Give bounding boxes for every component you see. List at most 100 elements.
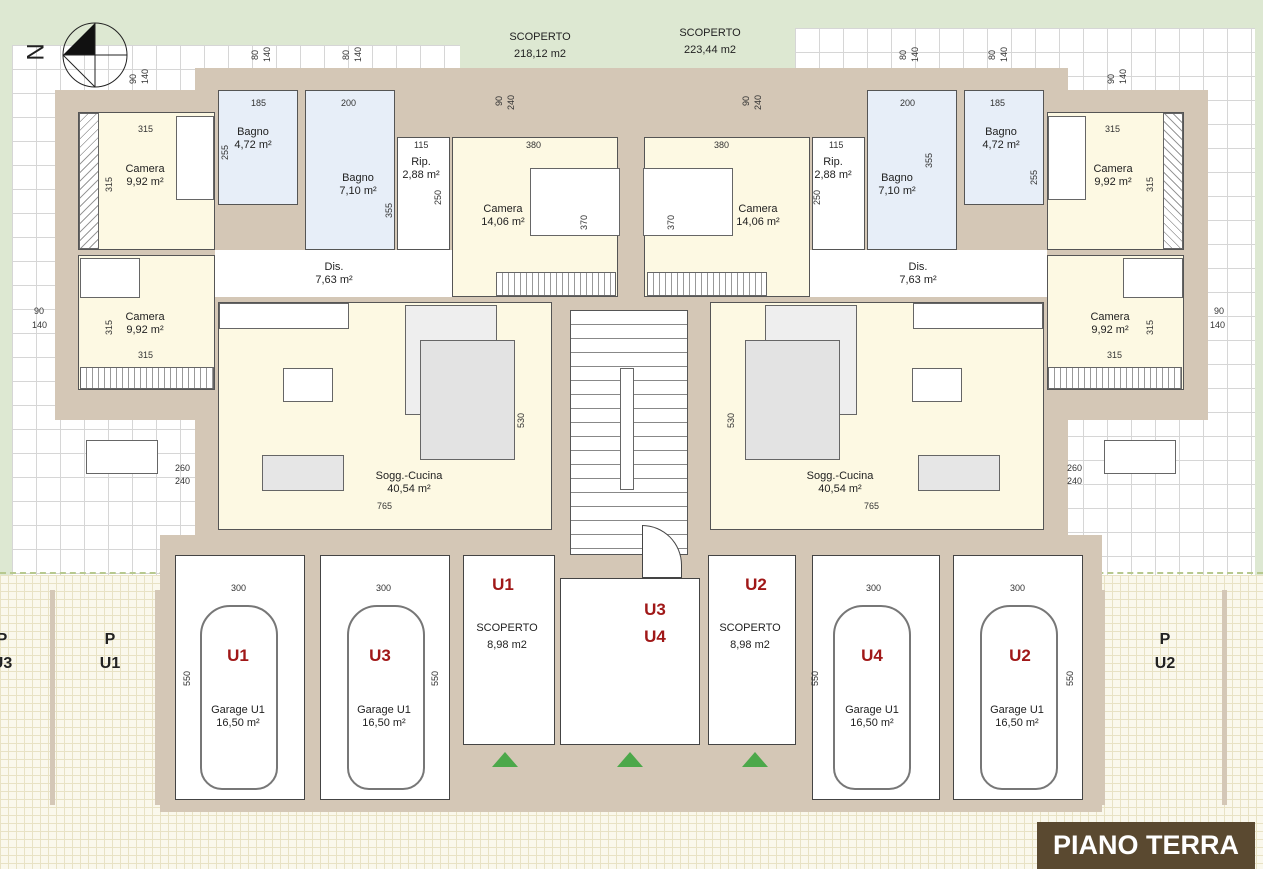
dimension-label: 115 (829, 140, 844, 150)
car-icon (980, 605, 1058, 790)
dimension-label: 140 (262, 46, 272, 62)
garage-unit-label: U4 (861, 646, 883, 665)
garage-unit-label: U2 (1009, 646, 1031, 665)
dimension-label: 550 (810, 670, 820, 686)
wardrobe-right-master (647, 272, 767, 296)
dimension-label: 550 (182, 670, 192, 686)
room-label: Rip.2,88 m² (814, 156, 852, 181)
room-label: Rip.2,88 m² (402, 156, 440, 181)
bed-right-bottom (1123, 258, 1183, 298)
dimension-label: 300 (866, 583, 882, 593)
entrance-arrow-icon (492, 752, 518, 767)
room-bagno-right-small (964, 90, 1044, 205)
dimension-label: 355 (924, 152, 934, 168)
room-bagno-left-large (305, 90, 395, 250)
room-label: Dis.7,63 m² (315, 261, 353, 286)
floor-title: PIANO TERRA (1037, 822, 1255, 869)
wardrobe-right (1163, 113, 1183, 249)
dimension-label: 550 (430, 670, 440, 686)
dining-table-right (918, 455, 1000, 491)
dimension-label: 80 (898, 49, 908, 60)
dimension-label: 315 (138, 124, 154, 134)
dimension-label: 115 (414, 140, 429, 150)
dimension-label: 90 (494, 95, 504, 106)
court-unit-label: U4 (644, 627, 666, 646)
scoperto-top-left-area: 218,12 m2 (514, 48, 566, 60)
stair-landing (620, 368, 634, 490)
court-u2 (708, 555, 796, 745)
kitchen-counter-left (219, 303, 349, 329)
floor-title-text: PIANO TERRA (1052, 830, 1239, 860)
dimension-label: 260 (175, 463, 191, 473)
dimension-label: 380 (526, 140, 542, 150)
court-unit-label: U1 (492, 575, 514, 594)
dimension-label: 200 (900, 98, 916, 108)
garage-u2 (953, 555, 1083, 800)
dimension-label: 185 (990, 98, 1006, 108)
stairwell (570, 310, 688, 555)
dimension-label: 240 (1067, 476, 1083, 486)
room-bagno-right-large (867, 90, 957, 250)
dimension-label: 185 (251, 98, 267, 108)
dimension-label: 80 (987, 49, 997, 60)
wardrobe-left (79, 113, 99, 249)
dimension-label: 550 (1065, 670, 1075, 686)
garage-u3 (320, 555, 450, 800)
dimension-label: 255 (220, 144, 230, 160)
compass-rose (60, 20, 130, 90)
outdoor-table-left (86, 440, 158, 474)
dimension-label: 315 (1105, 124, 1121, 134)
dimension-label: 300 (1010, 583, 1026, 593)
dimension-label: 300 (376, 583, 392, 593)
entrance-arrow-icon (617, 752, 643, 767)
dimension-label: 315 (1107, 350, 1123, 360)
room-dis-left (215, 250, 452, 297)
dimension-label: 90 (128, 73, 138, 84)
car-icon (347, 605, 425, 790)
kitchen-counter-right (913, 303, 1043, 329)
dimension-label: 250 (812, 189, 822, 205)
dimension-label: 240 (175, 476, 191, 486)
dimension-label: 140 (32, 320, 48, 330)
court-u1 (463, 555, 555, 745)
dimension-label: 315 (1145, 319, 1155, 335)
outdoor-table-right (1104, 440, 1176, 474)
bed-left-bottom (80, 258, 140, 298)
dimension-label: 90 (34, 306, 45, 316)
parking-divider (1222, 590, 1227, 805)
dimension-label: 260 (1067, 463, 1083, 473)
garage-u1 (175, 555, 305, 800)
car-icon (200, 605, 278, 790)
dimension-label: 200 (341, 98, 357, 108)
room-bagno-left-small (218, 90, 298, 205)
scoperto-top-right-area: 223,44 m2 (684, 44, 736, 56)
rug-left (420, 340, 515, 460)
parking-divider (50, 590, 55, 805)
room-label: Dis.7,63 m² (899, 261, 937, 286)
dimension-label: 240 (506, 94, 516, 110)
dimension-label: 530 (726, 412, 736, 428)
dimension-label: 380 (714, 140, 730, 150)
wardrobe-right-bottom (1048, 367, 1182, 389)
wardrobe-left-master (496, 272, 616, 296)
dimension-label: 355 (384, 202, 394, 218)
dining-table-left (262, 455, 344, 491)
court-u3-u4 (560, 578, 700, 745)
dimension-label: 140 (140, 68, 150, 84)
garage-unit-label: U3 (369, 646, 391, 665)
dimension-label: 80 (250, 49, 260, 60)
